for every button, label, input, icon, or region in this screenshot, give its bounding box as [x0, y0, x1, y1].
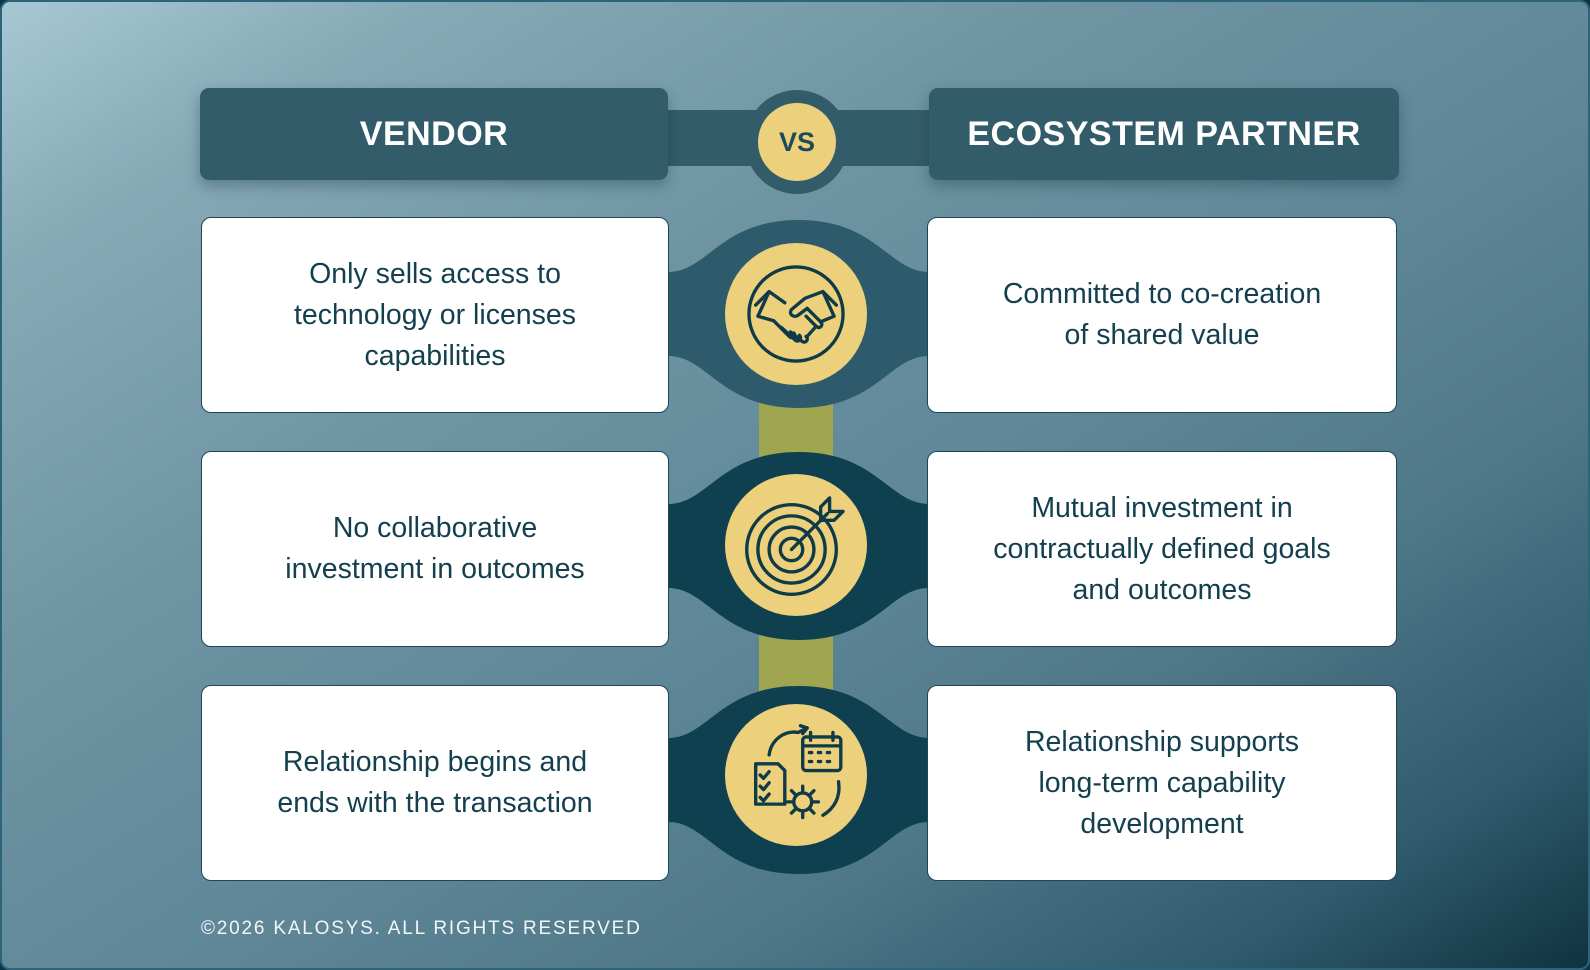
vendor-header: VENDOR: [200, 88, 668, 180]
partner-card-2: Mutual investment in contractually defin…: [927, 451, 1397, 647]
vendor-card-1: Only sells access to technology or licen…: [201, 217, 669, 413]
handshake-icon: [747, 265, 845, 363]
vendor-card-text: Relationship begins and ends with the tr…: [277, 746, 593, 819]
checklist-calendar-gear-icon-badge: [725, 704, 867, 846]
vs-badge: VS: [758, 103, 836, 181]
vendor-card-3: Relationship begins and ends with the tr…: [201, 685, 669, 881]
partner-card-text: Mutual investment in contractually defin…: [993, 491, 1331, 606]
target-icon: [745, 496, 845, 596]
handshake-icon-badge: [725, 243, 867, 385]
vendor-card-2: No collaborative investment in outcomes: [201, 451, 669, 647]
target-icon-badge: [725, 474, 867, 616]
checklist-calendar-gear-icon: [754, 724, 843, 820]
partner-card-text: Relationship supports long-term capabili…: [1024, 725, 1300, 840]
vendor-card-text: Only sells access to technology or licen…: [294, 257, 576, 372]
partner-header-title: ECOSYSTEM PARTNER: [967, 114, 1361, 153]
partner-card-1: Committed to co-creation of shared value: [927, 217, 1397, 413]
vs-label: VS: [778, 126, 816, 157]
copyright-footer: ©2026 KALOSYS. ALL RIGHTS RESERVED: [201, 918, 642, 939]
partner-header: ECOSYSTEM PARTNER: [929, 88, 1399, 180]
vendor-card-text: No collaborative investment in outcomes: [285, 512, 585, 585]
partner-card-3: Relationship supports long-term capabili…: [927, 685, 1397, 881]
partner-card-text: Committed to co-creation of shared value: [1002, 278, 1322, 351]
vendor-header-title: VENDOR: [359, 114, 509, 153]
